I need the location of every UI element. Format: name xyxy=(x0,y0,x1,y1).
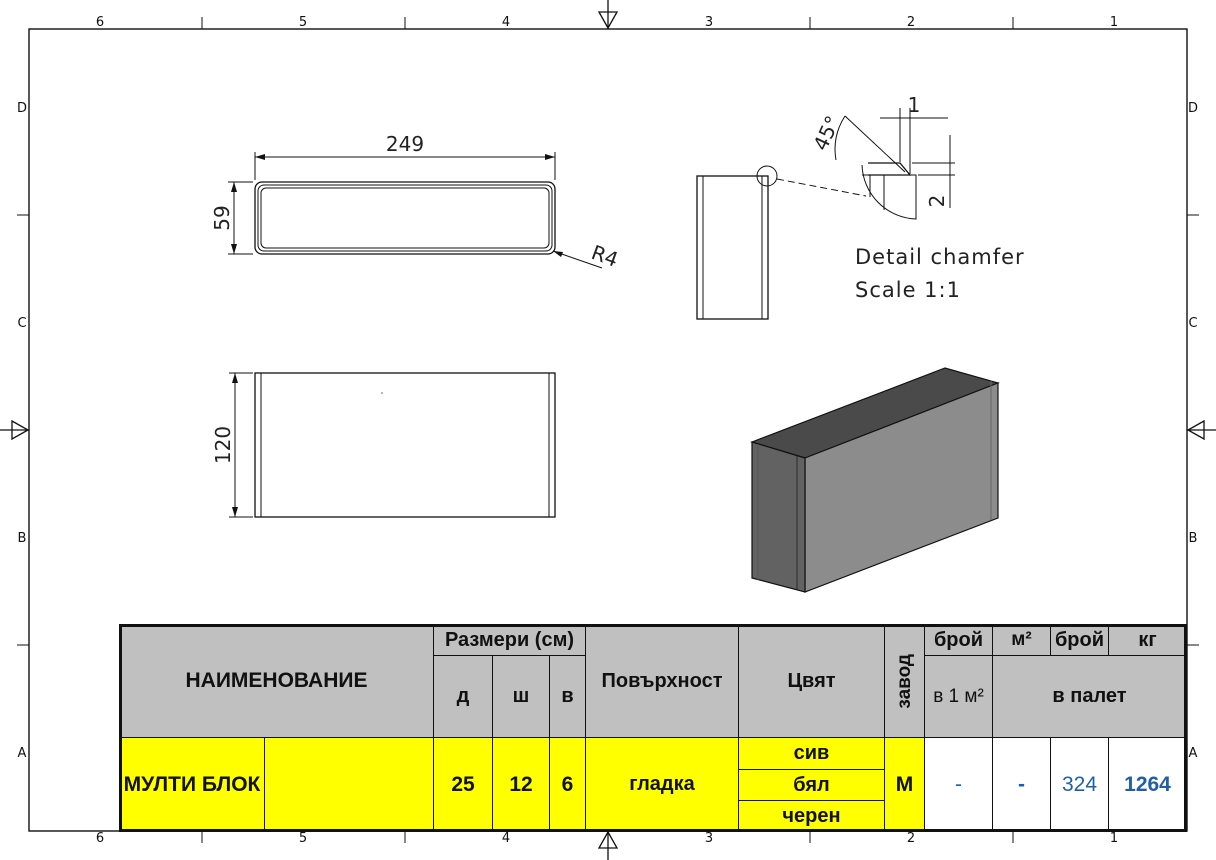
row-d: 25 xyxy=(433,737,493,832)
zone-col-bottom: 6 xyxy=(96,831,104,846)
header-plant: завод xyxy=(893,653,915,709)
zone-row-right: C xyxy=(1188,316,1197,331)
header-v: в xyxy=(549,655,586,738)
zone-row-right: B xyxy=(1189,531,1198,546)
row-pcs-per-m2: - xyxy=(924,737,993,832)
header-d: д xyxy=(433,655,493,738)
front-view: 120 xyxy=(211,372,556,518)
header-surface: Повърхност xyxy=(585,624,739,738)
top-view: 249 59 R4 xyxy=(210,132,622,272)
header-pcs2: брой xyxy=(1050,624,1109,656)
header-color: Цвят xyxy=(738,624,885,738)
row-name-extra xyxy=(264,737,434,832)
row-kg-per-pallet: 1264 xyxy=(1108,737,1187,832)
header-pallet: в палет xyxy=(992,655,1187,738)
detail-title: Detail chamfer xyxy=(855,245,1025,269)
row-color-white: бял xyxy=(738,769,885,801)
row-plant: М xyxy=(884,737,925,832)
zone-row-right: D xyxy=(1188,101,1198,116)
row-surface: гладка xyxy=(585,737,739,832)
detail-dim-2: 2 xyxy=(925,195,949,208)
zone-row-left: D xyxy=(17,101,27,116)
zone-col-bottom: 5 xyxy=(299,831,307,846)
header-plant-cell: завод xyxy=(884,624,925,738)
side-view xyxy=(696,165,867,320)
header-m2: м² xyxy=(992,624,1051,656)
header-name: НАИМЕНОВАНИЕ xyxy=(119,624,434,738)
zone-col-top: 4 xyxy=(502,15,510,30)
zone-col-bottom: 4 xyxy=(502,831,510,846)
row-pcs-per-pallet: 324 xyxy=(1050,737,1109,832)
isometric-block xyxy=(750,367,1000,593)
dim-height: 59 xyxy=(210,205,234,230)
detail-angle: 45° xyxy=(808,112,845,154)
row-color-grey: сив xyxy=(738,737,885,770)
header-pcs-sub: в 1 м² xyxy=(924,655,993,738)
zone-col-top: 5 xyxy=(299,15,307,30)
dim-radius: R4 xyxy=(588,240,621,272)
zone-col-top: 3 xyxy=(705,15,713,30)
header-sizes: Размери (см) xyxy=(433,624,586,656)
dim-length: 249 xyxy=(386,132,424,156)
zone-row-left: A xyxy=(18,746,27,761)
zone-col-bottom: 3 xyxy=(705,831,713,846)
zone-col-bottom: 2 xyxy=(907,831,915,846)
row-name: МУЛТИ БЛОК xyxy=(119,737,265,832)
zone-col-top: 2 xyxy=(907,15,915,30)
row-m2-per-pallet: - xyxy=(992,737,1051,832)
zone-row-right: A xyxy=(1189,746,1198,761)
zone-row-left: C xyxy=(17,316,26,331)
detail-scale: Scale 1:1 xyxy=(855,278,961,302)
zone-col-bottom: 1 xyxy=(1110,831,1118,846)
row-color-black: черен xyxy=(738,800,885,832)
dim-depth: 120 xyxy=(211,426,235,464)
product-table: НАИМЕНОВАНИЕ Размери (см) д ш в Повърхно… xyxy=(119,624,1187,832)
row-sh: 12 xyxy=(492,737,550,832)
detail-dim-1: 1 xyxy=(908,93,921,117)
zone-col-top: 6 xyxy=(96,15,104,30)
header-sh: ш xyxy=(492,655,550,738)
header-pcs: брой xyxy=(924,624,993,656)
zone-col-top: 1 xyxy=(1110,15,1118,30)
header-kg: кг xyxy=(1108,624,1187,656)
zone-row-left: B xyxy=(18,531,27,546)
detail-chamfer: 1 2 45° Detail chamfer Scale 1:1 xyxy=(808,93,1025,302)
row-v: 6 xyxy=(549,737,586,832)
